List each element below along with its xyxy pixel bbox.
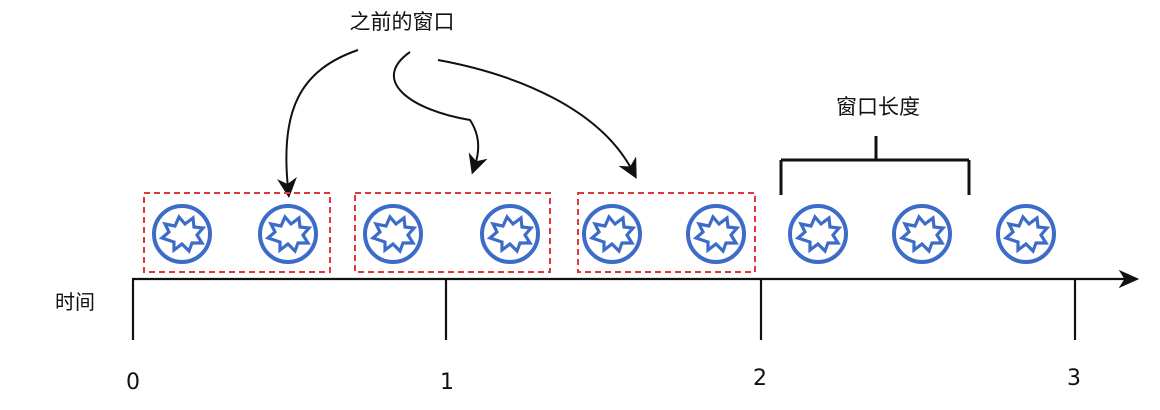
time-axis-label: 时间	[55, 290, 95, 314]
tick-label-3: 3	[1067, 366, 1081, 391]
window-box-1	[143, 192, 331, 273]
burst-in-circle-icon	[582, 204, 642, 264]
arrow-to-window-2	[393, 51, 488, 175]
time-axis	[131, 269, 1140, 340]
burst-in-circle-icon	[892, 204, 952, 264]
burst-in-circle-icon	[996, 204, 1056, 264]
tick-label-0: 0	[126, 370, 140, 395]
previous-window-boxes	[143, 192, 756, 273]
previous-window-arrows	[277, 49, 637, 198]
burst-in-circle-icon	[480, 204, 540, 264]
arrow-to-window-1	[277, 49, 359, 198]
events	[152, 204, 1056, 264]
arrow-to-window-3	[437, 59, 637, 179]
burst-in-circle-icon	[363, 204, 423, 264]
window-length-label: 窗口长度	[836, 95, 920, 119]
burst-in-circle-icon	[152, 204, 212, 264]
axis-arrowhead	[1118, 269, 1140, 289]
previous-windows-label: 之前的窗口	[350, 10, 455, 34]
tick-label-2: 2	[753, 366, 767, 391]
window-length-bracket	[779, 136, 971, 195]
burst-in-circle-icon	[258, 204, 318, 264]
burst-in-circle-icon	[686, 204, 746, 264]
window-box-2	[354, 192, 551, 273]
window-box-3	[577, 192, 756, 273]
burst-in-circle-icon	[788, 204, 848, 264]
tick-label-1: 1	[440, 370, 454, 395]
